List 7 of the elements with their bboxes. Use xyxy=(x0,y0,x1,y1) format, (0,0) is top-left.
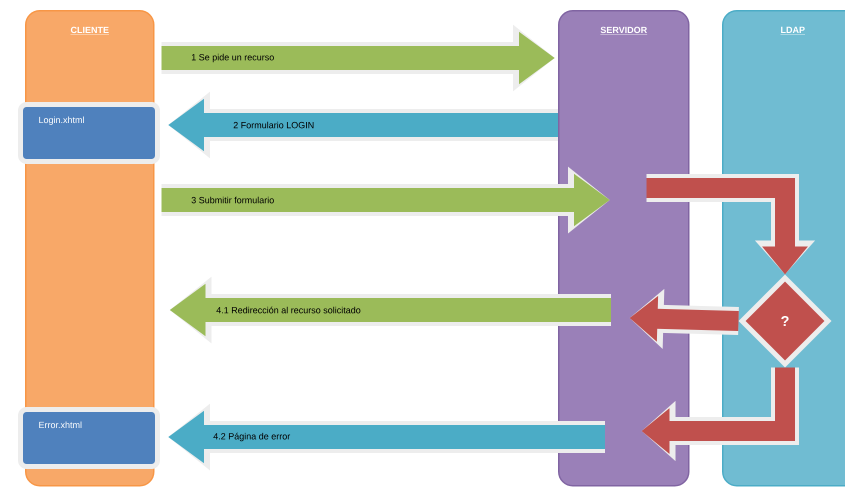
edge-label: 4.1 Redirección al recurso solicitado xyxy=(216,306,360,314)
edge-label: 1 Se pide un recurso xyxy=(192,54,274,62)
page-box: Login.xhtml xyxy=(18,102,160,164)
edge-label: 2 Formulario LOGIN xyxy=(234,122,314,128)
page-box: Error.xhtml xyxy=(18,407,160,469)
edge-label: 3 Submitir formulario xyxy=(192,196,274,204)
edge-label: 4.2 Página de error xyxy=(213,432,290,442)
